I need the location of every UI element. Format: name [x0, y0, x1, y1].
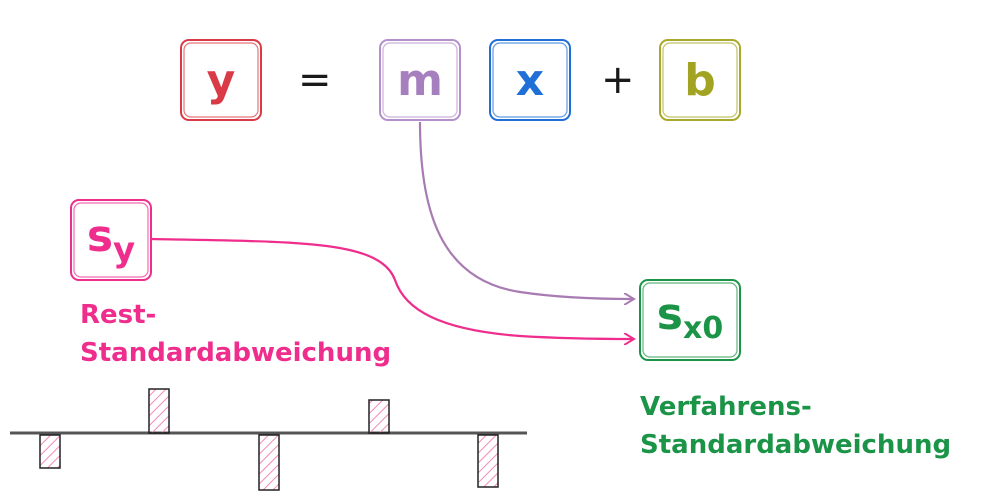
box-x: [489, 39, 571, 121]
sy-base: s: [86, 210, 114, 262]
box-sx0: [639, 279, 741, 361]
rest-standard-deviation-label: Rest- Standardabweichung: [80, 296, 391, 372]
arrow-sy-to-sx0: [151, 237, 633, 339]
box-b: [659, 39, 741, 121]
symbol-y: y: [181, 40, 261, 120]
symbol-m-text: m: [397, 54, 443, 106]
box-sy: [70, 199, 152, 281]
symbol-x-text: x: [515, 54, 545, 106]
verfahren-label-line2: Standardabweichung: [640, 430, 952, 460]
symbol-b: b: [660, 40, 740, 120]
residual-bar: [477, 434, 499, 488]
sy-subscript: y: [113, 230, 136, 270]
sx0-base: s: [656, 288, 683, 340]
sx0-subscript: x0: [682, 310, 724, 346]
symbol-b-text: b: [684, 54, 716, 106]
rest-label-line1: Rest-: [80, 300, 157, 330]
rest-label-line2: Standardabweichung: [80, 338, 392, 368]
equals-sign: =: [298, 57, 332, 103]
residual-bar: [368, 399, 390, 434]
plus-sign: +: [601, 57, 635, 103]
symbol-y-text: y: [206, 54, 236, 106]
residual-bar: [258, 434, 280, 491]
verfahren-label-line1: Verfahrens-: [640, 392, 812, 422]
arrow-m-to-sx0: [418, 121, 633, 299]
process-standard-deviation-label: Verfahrens- Standardabweichung: [640, 388, 951, 464]
symbol-m: m: [380, 40, 460, 120]
residual-bar: [148, 388, 170, 434]
box-y: [180, 39, 262, 121]
residual-bar: [39, 434, 61, 469]
box-m: [379, 39, 461, 121]
symbol-x: x: [490, 40, 570, 120]
